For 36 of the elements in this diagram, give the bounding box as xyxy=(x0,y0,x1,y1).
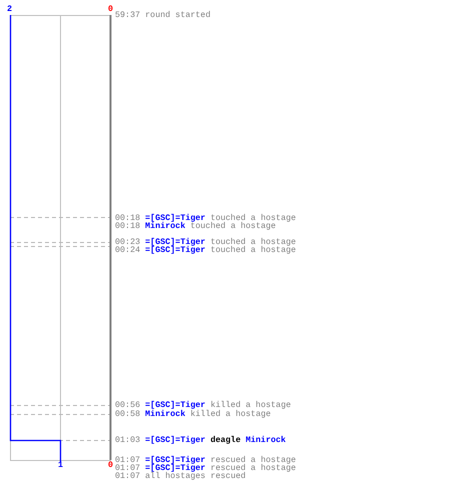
time-label: 00:18 xyxy=(115,213,140,223)
event-text: round started xyxy=(145,10,210,20)
event-text: rescued a hostage xyxy=(210,455,296,465)
time-label: 00:24 xyxy=(115,245,140,255)
axis-value: 2 xyxy=(7,5,12,13)
axis-value: 0 xyxy=(108,461,114,469)
axis-value: 0 xyxy=(108,5,114,13)
time-label: 00:23 xyxy=(115,237,140,247)
event-text: touched a hostage xyxy=(210,213,296,223)
player-name: =[GSC]=Tiger xyxy=(145,435,206,445)
event-text: all hostages rescued xyxy=(145,471,246,481)
event-text: killed a hostage xyxy=(210,400,291,410)
time-label: 59:37 xyxy=(115,10,140,20)
player-name: Minirock xyxy=(145,221,186,231)
weapon-name: deagle xyxy=(210,435,241,445)
player-name: =[GSC]=Tiger xyxy=(145,237,206,247)
event-text: rescued a hostage xyxy=(210,463,296,473)
player-name: =[GSC]=Tiger xyxy=(145,245,206,255)
player-name: =[GSC]=Tiger xyxy=(145,213,206,223)
time-label: 01:07 xyxy=(115,471,140,481)
axis-value: 1 xyxy=(58,461,64,469)
time-label: 01:07 xyxy=(115,455,140,465)
time-label: 01:07 xyxy=(115,463,140,473)
player-name: Minirock xyxy=(246,435,286,445)
player-name: Minirock xyxy=(145,409,186,419)
event-text: touched a hostage xyxy=(210,245,296,255)
player-name: =[GSC]=Tiger xyxy=(145,455,206,465)
time-label: 00:18 xyxy=(115,221,140,231)
event-text: touched a hostage xyxy=(210,237,296,247)
time-label: 00:58 xyxy=(115,409,140,419)
time-label: 01:03 xyxy=(115,435,140,445)
time-label: 00:56 xyxy=(115,400,140,410)
event-text: killed a hostage xyxy=(190,409,271,419)
player-name: =[GSC]=Tiger xyxy=(145,400,206,410)
player-name: =[GSC]=Tiger xyxy=(145,463,206,473)
event-text: touched a hostage xyxy=(190,221,276,231)
